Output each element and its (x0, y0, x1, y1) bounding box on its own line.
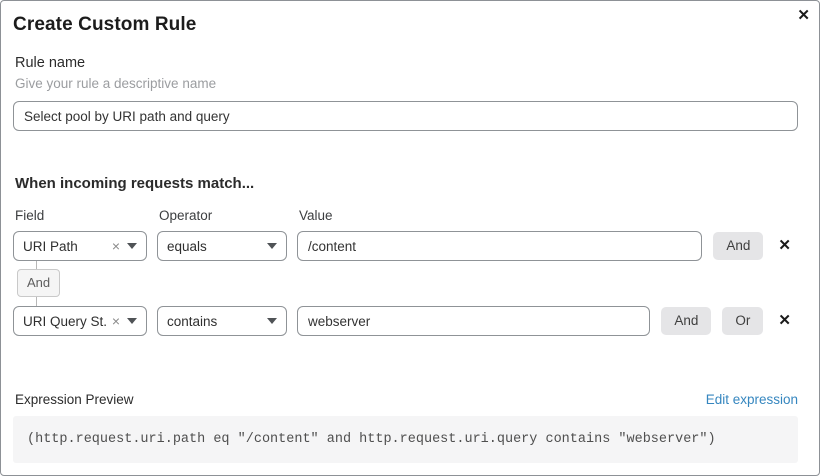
field-column-label: Field (15, 208, 45, 223)
operator-select[interactable]: equals (157, 231, 287, 261)
operator-select-value: equals (167, 238, 207, 254)
operator-select-value: contains (167, 313, 218, 329)
match-heading: When incoming requests match... (15, 175, 255, 192)
operator-column-label: Operator (159, 208, 213, 223)
or-button[interactable]: Or (722, 307, 764, 335)
and-button[interactable]: And (661, 307, 712, 335)
condition-row: URI Query St... × contains And Or ✕ (13, 306, 798, 336)
rule-name-help-text: Give your rule a descriptive name (15, 76, 217, 91)
and-button[interactable]: And (713, 232, 764, 260)
chevron-down-icon (127, 243, 137, 249)
delete-row-icon[interactable]: ✕ (778, 237, 791, 254)
page-title: Create Custom Rule (13, 14, 197, 35)
edit-expression-link[interactable]: Edit expression (705, 392, 798, 407)
field-select[interactable]: URI Path × (13, 231, 147, 261)
rule-name-input[interactable] (13, 101, 798, 131)
clear-icon[interactable]: × (111, 238, 120, 254)
value-input[interactable] (297, 231, 703, 261)
close-icon[interactable]: ✕ (797, 7, 810, 24)
connector: And (13, 261, 798, 306)
connector-and-badge: And (17, 269, 61, 297)
rule-name-label: Rule name (15, 55, 86, 71)
value-column-label: Value (299, 208, 333, 223)
chevron-down-icon (127, 318, 137, 324)
field-select-value: URI Query St... (23, 313, 108, 329)
chevron-down-icon (267, 318, 277, 324)
field-select[interactable]: URI Query St... × (13, 306, 147, 336)
expression-preview-header: Expression Preview Edit expression (13, 392, 798, 408)
expression-preview-label: Expression Preview (15, 392, 134, 407)
expression-code-block: (http.request.uri.path eq "/content" and… (13, 416, 798, 463)
value-input[interactable] (297, 306, 651, 336)
delete-row-icon[interactable]: ✕ (778, 312, 791, 329)
operator-select[interactable]: contains (157, 306, 287, 336)
field-select-value: URI Path (23, 238, 78, 254)
clear-icon[interactable]: × (111, 313, 120, 329)
column-headers: Field Operator Value (13, 208, 798, 224)
condition-row: URI Path × equals And ✕ (13, 231, 798, 261)
chevron-down-icon (267, 243, 277, 249)
